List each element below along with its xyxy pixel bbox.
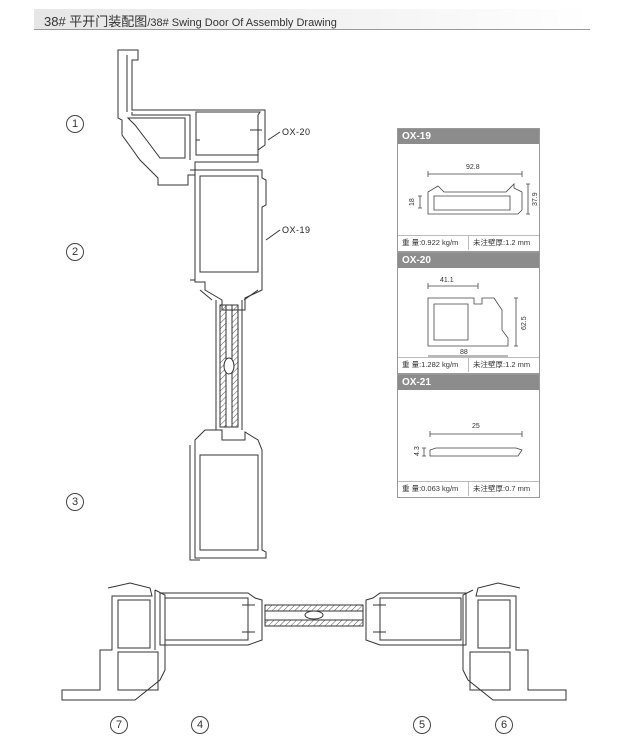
frame-top-section (117, 49, 266, 186)
dim-w1: 41.1 (440, 277, 454, 284)
spec-card-ox21: OX-21 25 4.3 重 量:0.063 kg/m 未注壁厚:0.7 mm (397, 374, 540, 498)
spec-title: OX-20 (398, 253, 539, 268)
spec-weight: 重 量:0.922 kg/m (402, 238, 459, 247)
title-cn: 38# 平开门装配图 (44, 14, 148, 29)
sash-lower-section (189, 429, 267, 561)
bottom-left-sash (159, 592, 263, 646)
callout-6: 6 (495, 716, 513, 734)
profile-ox19-drawing: 92.8 18 37.9 (409, 164, 539, 215)
leader-ox19: OX-19 (282, 225, 311, 235)
title-en: /38# Swing Door Of Assembly Drawing (147, 17, 337, 29)
leader-ox20: OX-20 (282, 127, 311, 137)
dim-width: 92.8 (466, 164, 480, 171)
spec-weight: 重 量:1.282 kg/m (402, 360, 459, 369)
dim-h1: 18 (409, 198, 416, 206)
dim-h: 62.5 (521, 316, 528, 330)
spec-footer: 重 量:0.063 kg/m 未注壁厚:0.7 mm (398, 481, 539, 496)
page-title: 38# 平开门装配图/38# Swing Door Of Assembly Dr… (44, 11, 337, 30)
bottom-left-frame (61, 582, 166, 701)
bottom-right-sash (365, 592, 467, 646)
callout-2: 2 (66, 243, 84, 261)
dim-h: 4.3 (414, 446, 421, 456)
spec-drawing: 25 4.3 (398, 390, 539, 481)
callout-1: 1 (66, 115, 84, 133)
profile-ox20-drawing: 41.1 88 62.5 (427, 277, 528, 357)
bottom-right-frame (462, 582, 567, 701)
page-header: 38# 平开门装配图/38# Swing Door Of Assembly Dr… (34, 9, 590, 30)
callout-3: 3 (66, 493, 84, 511)
spec-drawing: 41.1 88 62.5 (398, 268, 539, 357)
callout-7: 7 (110, 716, 128, 734)
spec-wall: 未注壁厚:0.7 mm (468, 482, 539, 496)
callout-4: 4 (191, 716, 209, 734)
dim-width: 25 (472, 423, 480, 430)
spec-title: OX-19 (398, 129, 539, 144)
spec-drawing: 92.8 18 37.9 (398, 144, 539, 235)
sash-upper-section (190, 169, 267, 311)
spec-footer: 重 量:0.922 kg/m 未注壁厚:1.2 mm (398, 235, 539, 250)
spec-card-ox19: OX-19 92.8 18 37.9 重 量:0.922 kg/m 未注壁厚:1… (397, 128, 540, 252)
spec-card-ox20: OX-20 41.1 88 62.5 重 量:1.282 kg/m 未注壁厚:1… (397, 252, 540, 374)
callout-5: 5 (413, 716, 431, 734)
spec-wall: 未注壁厚:1.2 mm (468, 358, 539, 372)
profile-ox21-drawing: 25 4.3 (414, 423, 523, 457)
spec-wall: 未注壁厚:1.2 mm (468, 236, 539, 250)
spec-weight: 重 量:0.063 kg/m (402, 484, 459, 493)
dim-h2: 37.9 (532, 192, 539, 206)
dim-w2: 88 (460, 349, 468, 356)
spec-title: OX-21 (398, 375, 539, 390)
spec-footer: 重 量:1.282 kg/m 未注壁厚:1.2 mm (398, 357, 539, 372)
